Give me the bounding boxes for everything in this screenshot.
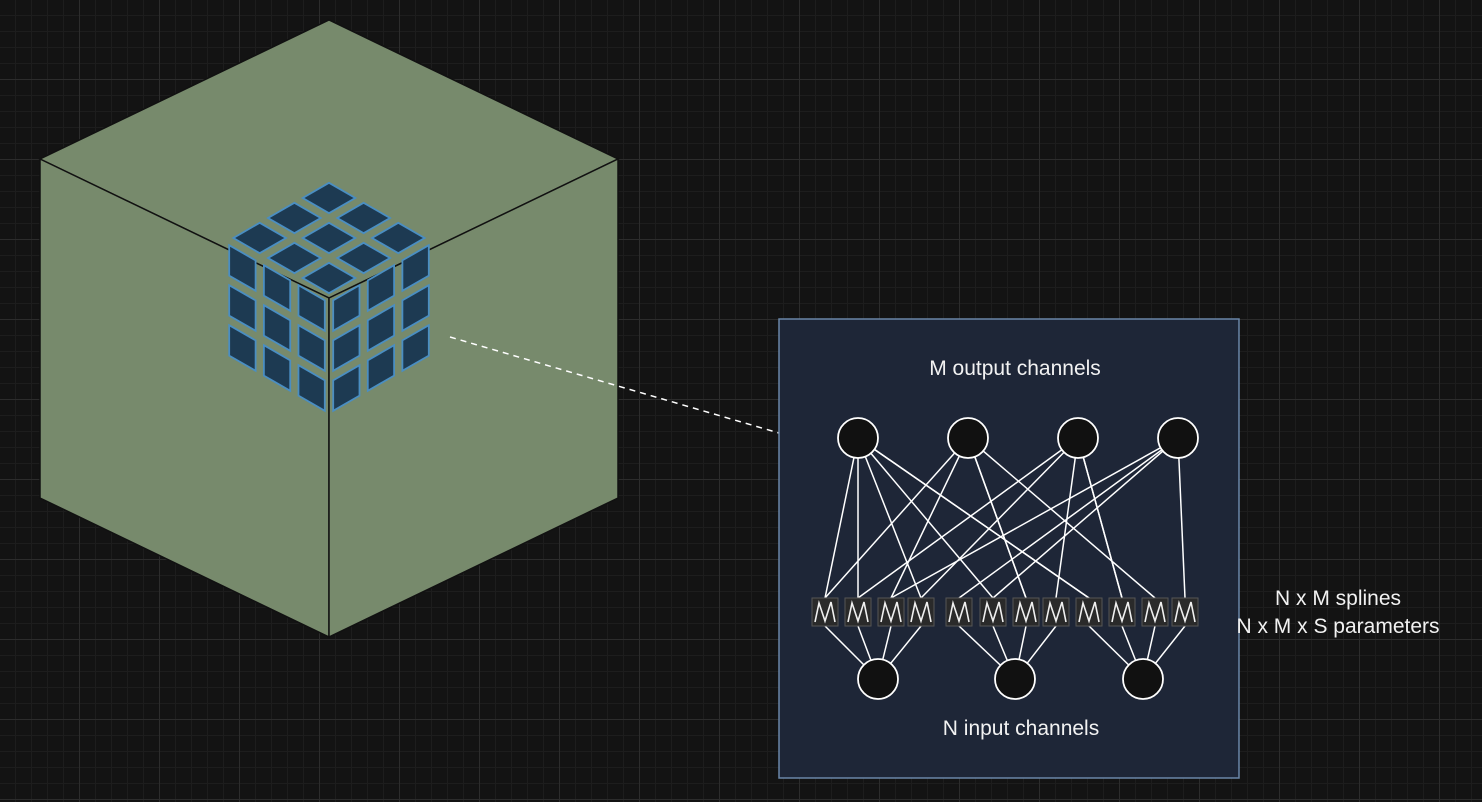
output-node xyxy=(1157,417,1199,459)
sub-cube-left-cell xyxy=(262,303,292,353)
parameters-count-label: N x M x S parameters xyxy=(1236,615,1440,638)
spline-curve xyxy=(880,599,902,624)
splines-count-label: N x M splines xyxy=(1274,587,1402,610)
sub-cube-top-cell xyxy=(335,241,392,275)
output-channels-label: M output channels xyxy=(929,357,1101,380)
sub-cube-top-cell xyxy=(266,241,323,275)
sub-cube-right-cell xyxy=(332,323,361,373)
sub-cube-top-cell xyxy=(266,201,323,235)
output-node xyxy=(837,417,879,459)
output-node xyxy=(1057,417,1099,459)
sub-cube-right-cell xyxy=(401,243,430,293)
edge-output-to-spline xyxy=(857,437,1090,599)
edge-output-to-spline xyxy=(992,437,1179,599)
spline-curve xyxy=(1078,599,1100,624)
sub-cube-right-cell xyxy=(366,343,396,393)
spline-curve xyxy=(847,599,869,624)
edge-output-to-spline xyxy=(967,437,1027,599)
output-node xyxy=(947,417,989,459)
outer-cube xyxy=(38,19,620,639)
sub-cube-left-cell xyxy=(262,263,292,313)
sub-cube-top-cell xyxy=(300,261,358,295)
edge-output-to-spline xyxy=(857,437,994,599)
sub-cube-left-cell xyxy=(228,243,257,293)
sub-cube-right-cell xyxy=(332,283,361,333)
input-node xyxy=(994,658,1036,700)
network-nodes xyxy=(837,417,1199,700)
sub-cube-top-cell xyxy=(231,221,288,255)
sub-cube-left-cell xyxy=(297,283,326,333)
edge-output-to-spline xyxy=(1177,437,1186,599)
sub-cube-top-cell xyxy=(300,181,358,215)
edge-output-to-spline xyxy=(824,437,859,599)
input-node xyxy=(1122,658,1164,700)
edge-output-to-spline xyxy=(1055,437,1079,599)
network-panel xyxy=(778,318,1240,779)
spline-curve xyxy=(1015,599,1037,624)
sub-cube-left-cell xyxy=(228,283,257,333)
network-edges xyxy=(824,437,1186,680)
spline-curve xyxy=(982,599,1004,624)
edge-output-to-spline xyxy=(890,437,1179,599)
spline-curve xyxy=(1144,599,1166,624)
edge-output-to-spline xyxy=(890,437,969,599)
sub-cube-top-cell xyxy=(335,201,392,235)
sub-cube-left-cell xyxy=(262,343,292,393)
spline-curve xyxy=(1045,599,1067,624)
input-channels-label: N input channels xyxy=(942,717,1100,740)
spline-curve xyxy=(1174,599,1196,624)
edge-output-to-spline xyxy=(967,437,1156,599)
sub-cube-right-cell xyxy=(366,303,396,353)
sub-cube-right-cell xyxy=(401,283,430,333)
sub-cube-left-cell xyxy=(297,363,326,413)
edge-output-to-spline xyxy=(824,437,969,599)
spline-curve xyxy=(948,599,970,624)
sub-cube-top-cell xyxy=(370,221,427,255)
edge-output-to-spline xyxy=(1077,437,1123,599)
input-node xyxy=(857,658,899,700)
sub-cube-right-cell xyxy=(366,263,396,313)
edge-output-to-spline xyxy=(857,437,1079,599)
dashed-connector xyxy=(449,336,780,434)
sub-cube-right-cell xyxy=(332,363,361,413)
spline-curve xyxy=(910,599,932,624)
edge-output-to-spline xyxy=(920,437,1079,599)
sub-cube-left-cell xyxy=(297,323,326,373)
edge-output-to-spline xyxy=(857,437,922,599)
spline-curve xyxy=(814,599,836,624)
edge-output-to-spline xyxy=(958,437,1179,599)
cube-right-face xyxy=(328,157,619,639)
sub-cube-grid xyxy=(228,181,430,413)
sub-cube-right-cell xyxy=(401,323,430,373)
spline-curve xyxy=(1111,599,1133,624)
sub-cube-left-cell xyxy=(228,323,257,373)
spline-boxes xyxy=(811,597,1199,627)
sub-cube-top-cell xyxy=(300,221,358,255)
